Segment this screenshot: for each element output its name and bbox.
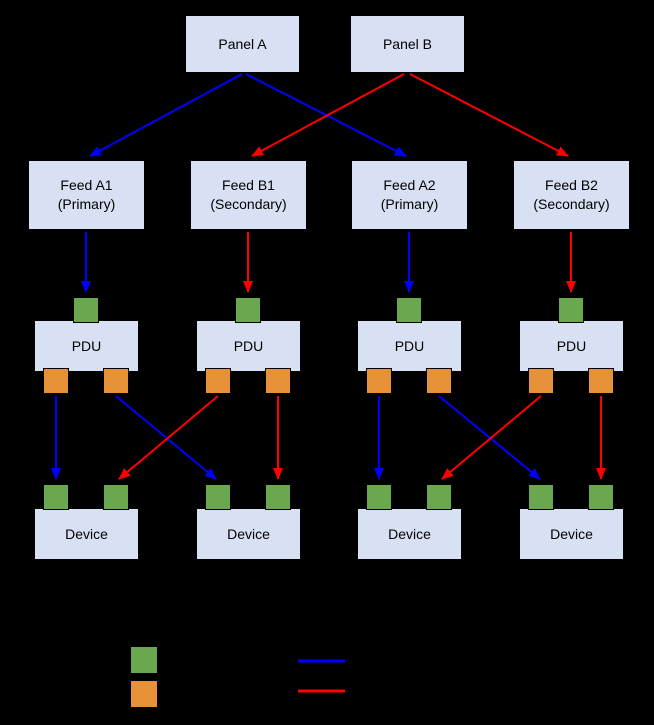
node-panel-b: Panel B — [350, 15, 465, 73]
panel-a-label: Panel A — [218, 35, 267, 52]
device4-input-port-left-icon — [528, 484, 554, 510]
feed-a1-sublabel: (Primary) — [57, 196, 116, 212]
node-feed-b2: Feed B2 (Secondary) — [513, 160, 630, 230]
pdu4-output-port-right-icon — [588, 368, 614, 394]
device1-input-port-left-icon — [43, 484, 69, 510]
node-device-2: Device — [196, 508, 301, 560]
device1-input-port-right-icon — [103, 484, 129, 510]
feed-b1-label: Feed B1 — [222, 177, 275, 193]
feed-a2-label: Feed A2 — [383, 177, 436, 193]
arrow-pdu1-to-device2 — [115, 395, 217, 480]
node-pdu-1: PDU — [34, 320, 139, 372]
pdu-3-label: PDU — [394, 337, 425, 354]
pdu2-output-port-right-icon — [265, 368, 291, 394]
device-2-label: Device — [227, 525, 270, 542]
node-device-4: Device — [519, 508, 624, 560]
node-feed-b1: Feed B1 (Secondary) — [190, 160, 307, 230]
arrow-panel-a-to-feed-a1 — [89, 73, 243, 157]
feed-a1-label: Feed A1 — [60, 177, 113, 193]
legend-input-port-swatch-icon — [130, 646, 158, 674]
feed-b2-sublabel: (Secondary) — [533, 196, 610, 212]
device3-input-port-right-icon — [426, 484, 452, 510]
pdu4-output-port-left-icon — [528, 368, 554, 394]
pdu1-output-port-left-icon — [43, 368, 69, 394]
feed-b2-label: Feed B2 — [545, 177, 598, 193]
arrow-panel-b-to-feed-b1 — [251, 73, 405, 157]
arrow-pdu3-to-device4 — [438, 395, 541, 480]
device2-input-port-right-icon — [265, 484, 291, 510]
pdu1-input-port-icon — [73, 297, 99, 323]
device2-input-port-left-icon — [205, 484, 231, 510]
pdu3-input-port-icon — [396, 297, 422, 323]
arrow-panel-b-to-feed-b2 — [409, 73, 569, 157]
panel-b-label: Panel B — [382, 35, 433, 52]
device-3-label: Device — [388, 525, 431, 542]
node-feed-a2: Feed A2 (Primary) — [351, 160, 468, 230]
arrow-panel-a-to-feed-a2 — [245, 73, 407, 157]
pdu1-output-port-right-icon — [103, 368, 129, 394]
feed-a2-sublabel: (Primary) — [380, 196, 439, 212]
pdu2-output-port-left-icon — [205, 368, 231, 394]
node-pdu-3: PDU — [357, 320, 462, 372]
node-pdu-4: PDU — [519, 320, 624, 372]
device4-input-port-right-icon — [588, 484, 614, 510]
pdu-1-label: PDU — [71, 337, 102, 354]
arrow-pdu4-to-device3 — [441, 395, 542, 480]
device-1-label: Device — [65, 525, 108, 542]
pdu-4-label: PDU — [556, 337, 587, 354]
node-device-1: Device — [34, 508, 139, 560]
legend-output-port-swatch-icon — [130, 680, 158, 708]
node-feed-a1: Feed A1 (Primary) — [28, 160, 145, 230]
device-4-label: Device — [550, 525, 593, 542]
node-device-3: Device — [357, 508, 462, 560]
pdu3-output-port-right-icon — [426, 368, 452, 394]
device3-input-port-left-icon — [366, 484, 392, 510]
pdu-2-label: PDU — [233, 337, 264, 354]
pdu3-output-port-left-icon — [366, 368, 392, 394]
arrow-pdu2-to-device1 — [118, 395, 219, 480]
feed-b1-sublabel: (Secondary) — [210, 196, 287, 212]
pdu4-input-port-icon — [558, 297, 584, 323]
pdu2-input-port-icon — [235, 297, 261, 323]
node-pdu-2: PDU — [196, 320, 301, 372]
node-panel-a: Panel A — [185, 15, 300, 73]
